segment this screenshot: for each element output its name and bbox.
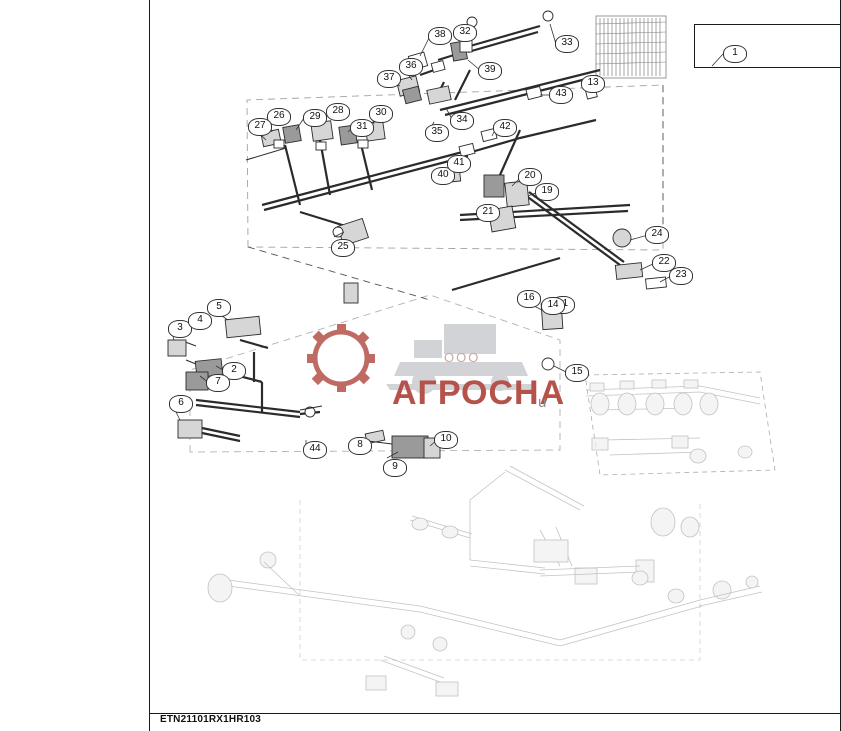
callout-19: 19 [535,183,559,201]
callout-9: 9 [383,459,407,477]
callout-38: 38 [428,27,452,45]
callout-29: 29 [303,109,327,127]
callout-5: 5 [207,299,231,317]
callout-24: 24 [645,226,669,244]
callout-28: 28 [326,103,350,121]
callout-10: 10 [434,431,458,449]
callout-21: 21 [476,204,500,222]
callout-39: 39 [478,62,502,80]
callout-1: 1 [723,45,747,63]
callout-22: 22 [652,254,676,272]
frame-left-border [149,0,150,731]
frame-middle-divider [694,67,841,68]
callout-37: 37 [377,70,401,88]
callout-32: 32 [453,24,477,42]
watermark-extra: u [538,394,547,411]
frame-bottom-border [149,713,841,714]
callout-36: 36 [399,58,423,76]
callout-25: 25 [331,239,355,257]
callout-3: 3 [168,320,192,338]
callout-15: 15 [565,364,589,382]
callout-23: 23 [669,267,693,285]
callout-14: 14 [541,297,565,315]
callout-41: 41 [447,155,471,173]
frame-top-right-border [694,24,841,25]
callout-8: 8 [348,437,372,455]
callout-7: 7 [206,374,230,392]
callout-31: 31 [350,119,374,137]
callout-6: 6 [169,395,193,413]
callout-43: 43 [549,86,573,104]
callout-20: 20 [518,168,542,186]
callout-27: 27 [248,118,272,136]
callout-42: 42 [493,119,517,137]
drawing-number-caption: ETN21101RX1HR103 [160,714,262,725]
callout-33: 33 [555,35,579,53]
callout-44: 44 [303,441,327,459]
callout-26: 26 [267,108,291,126]
callout-40: 40 [431,167,455,185]
callout-13: 13 [581,75,605,93]
callout-16: 16 [517,290,541,308]
callout-4: 4 [188,312,212,330]
callout-34: 34 [450,112,474,130]
callout-35: 35 [425,124,449,142]
frame-vertical-divider [694,24,695,68]
callout-30: 30 [369,105,393,123]
callout-2: 2 [222,362,246,380]
